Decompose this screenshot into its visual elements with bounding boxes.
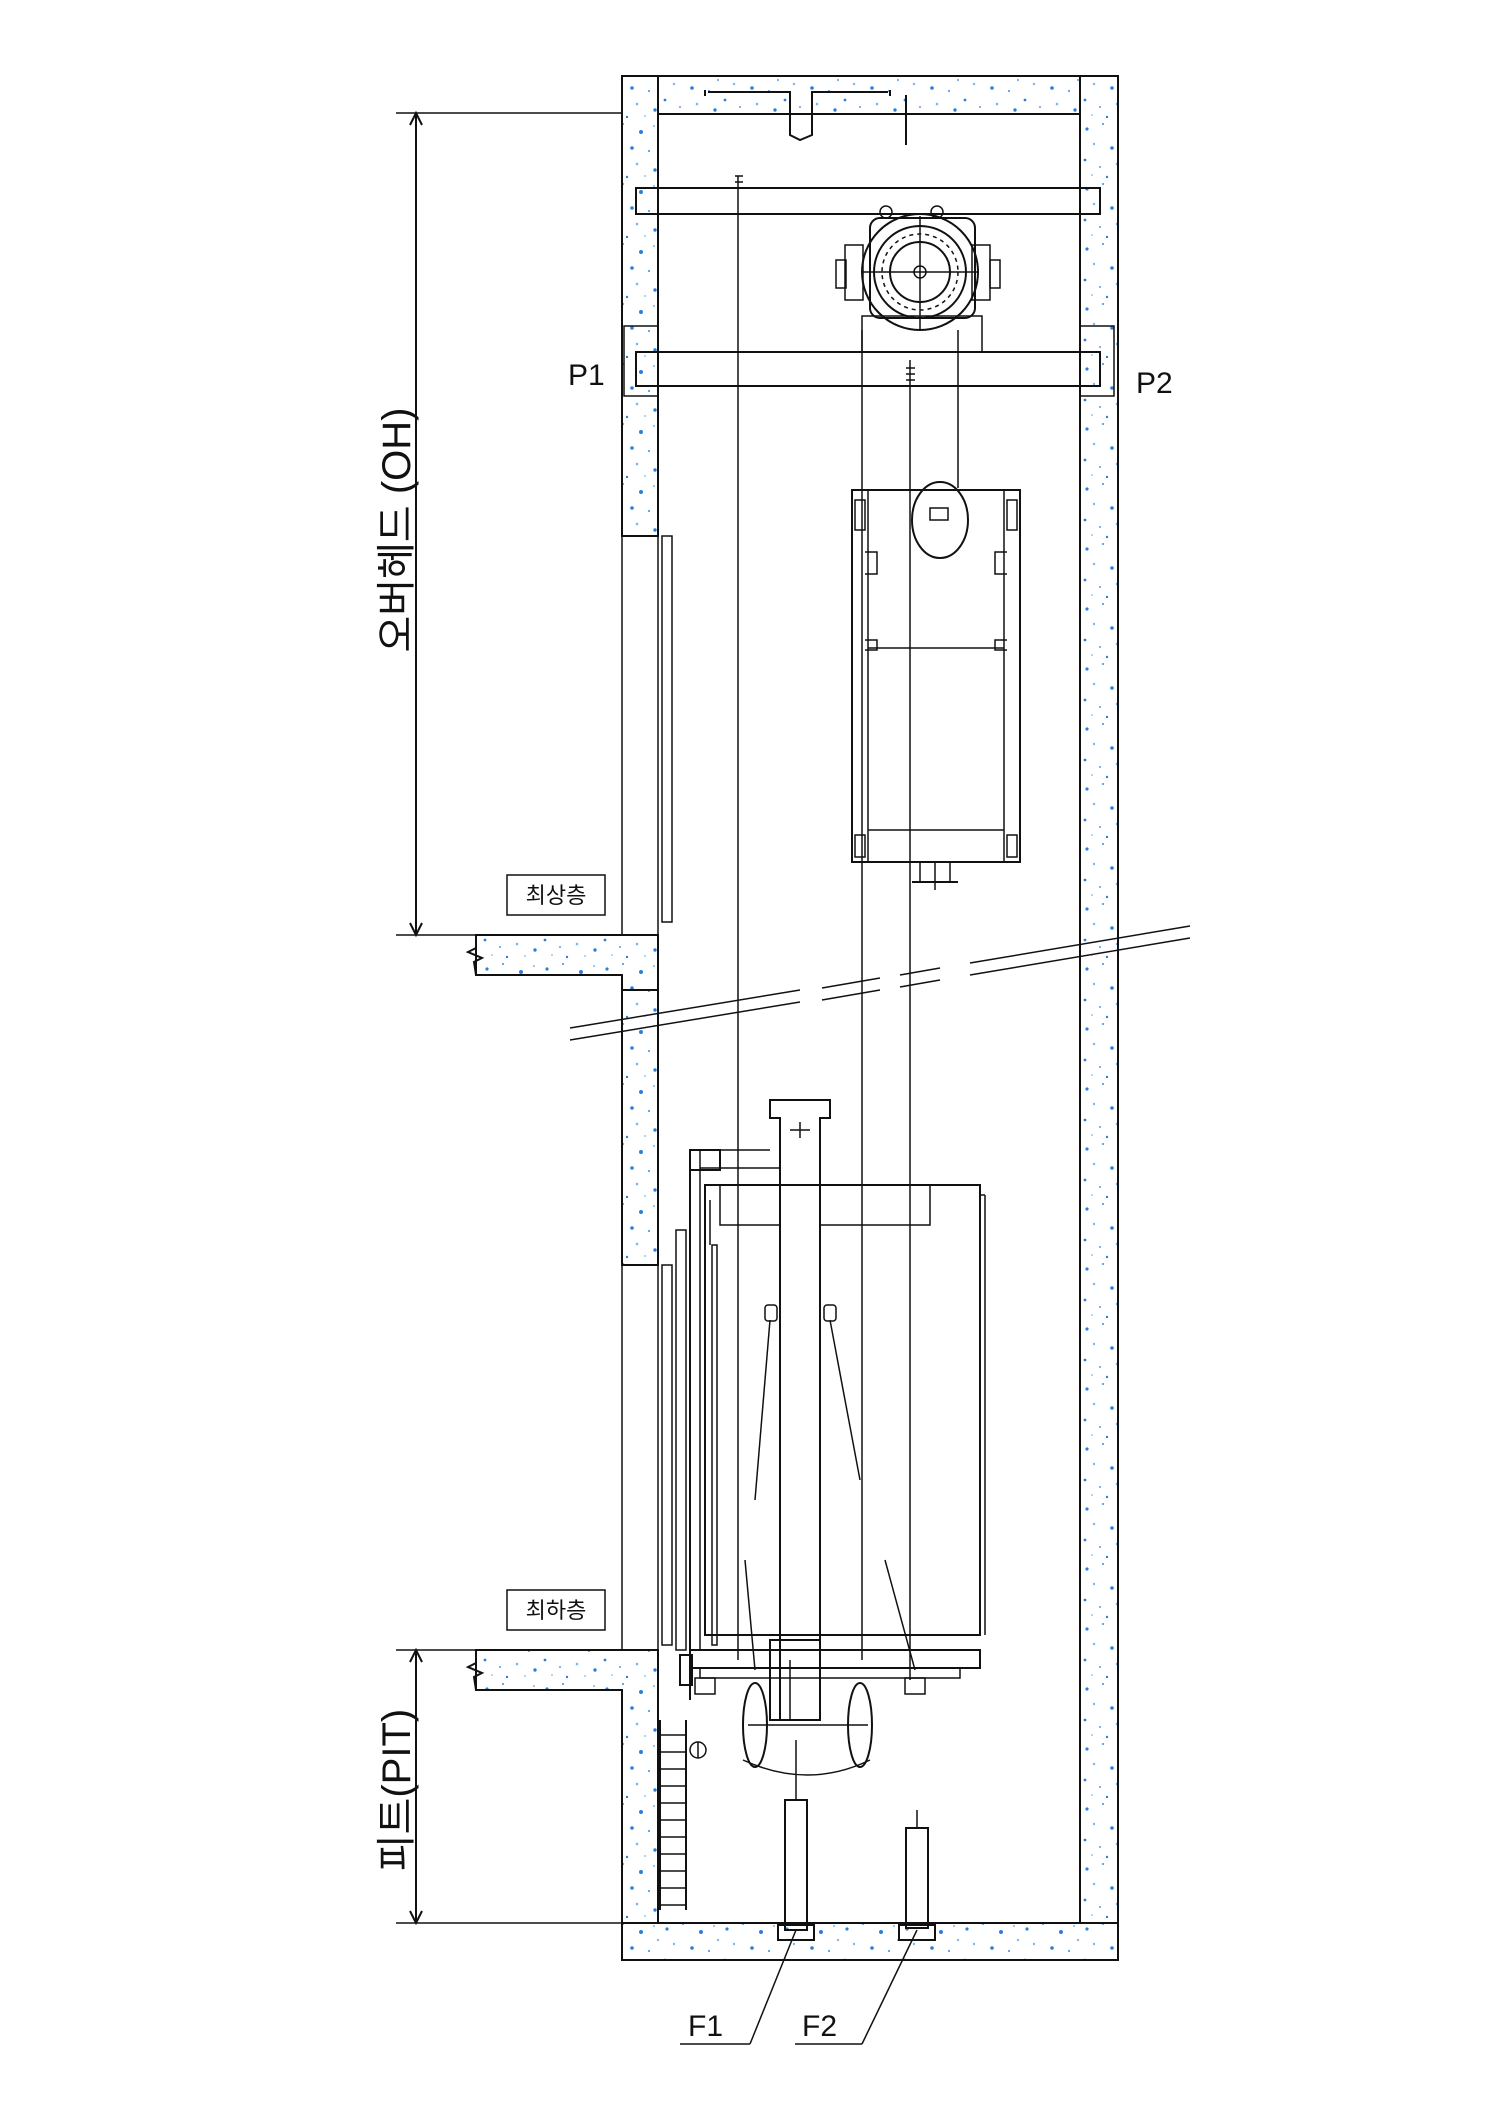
bottom-floor-slab [475, 1649, 659, 1961]
beam-pocket-left [623, 325, 659, 397]
left-wall-upper [621, 75, 659, 537]
pit-dimension [396, 1647, 622, 1926]
lower-beam [635, 351, 1101, 387]
top-floor-slab [475, 934, 659, 991]
top-floor-box [506, 874, 606, 916]
slab-break-top [465, 935, 485, 976]
p1-label: P1 [568, 359, 605, 392]
shaft-walls [465, 75, 1119, 1961]
top-floor-label: 최상층 [526, 884, 587, 909]
bottom-floor-door [621, 1229, 687, 1651]
f1-label: F1 [688, 2010, 723, 2043]
traction-machine [835, 205, 1001, 353]
buffer-leaders [680, 1929, 918, 2045]
break-line [569, 925, 1191, 1041]
upper-beam [635, 187, 1101, 215]
pit-label: 피트(PIT) [375, 1709, 419, 1871]
p2-label: P2 [1136, 367, 1173, 400]
f2-label: F2 [802, 2010, 837, 2043]
top-floor-door [621, 535, 673, 935]
lifting-hooks [704, 90, 907, 145]
buffers [777, 1740, 936, 1941]
slab-break-bottom [465, 1650, 485, 1691]
overhead-label: 오버헤드 (OH) [375, 408, 419, 653]
right-wall [1079, 75, 1119, 1961]
beam-pocket-right [1079, 325, 1115, 397]
top-slab [621, 75, 1119, 115]
hoist-ropes [735, 175, 959, 1680]
shaft-interior [657, 113, 1081, 1924]
overhead-dimension [396, 110, 622, 938]
elevator-car [679, 1099, 986, 1776]
pit-floor-slab [621, 1922, 1119, 1961]
pit-ladder [659, 1720, 707, 1910]
bottom-floor-label: 최하층 [526, 1599, 587, 1624]
bottom-floor-box [506, 1589, 606, 1631]
counterweight-top-view [851, 481, 1021, 890]
